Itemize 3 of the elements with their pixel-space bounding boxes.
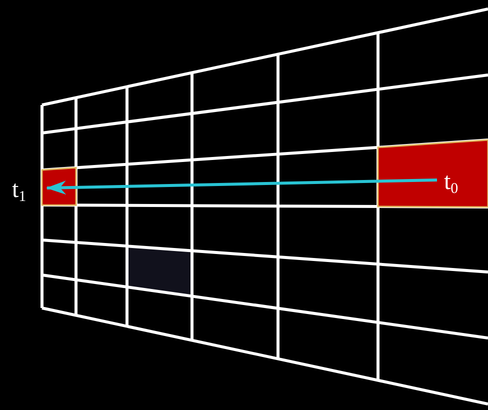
time-label: t$_{1}$ bbox=[12, 176, 26, 204]
arrow bbox=[46, 178, 438, 195]
time-label: t$_{0}$ bbox=[444, 168, 458, 196]
